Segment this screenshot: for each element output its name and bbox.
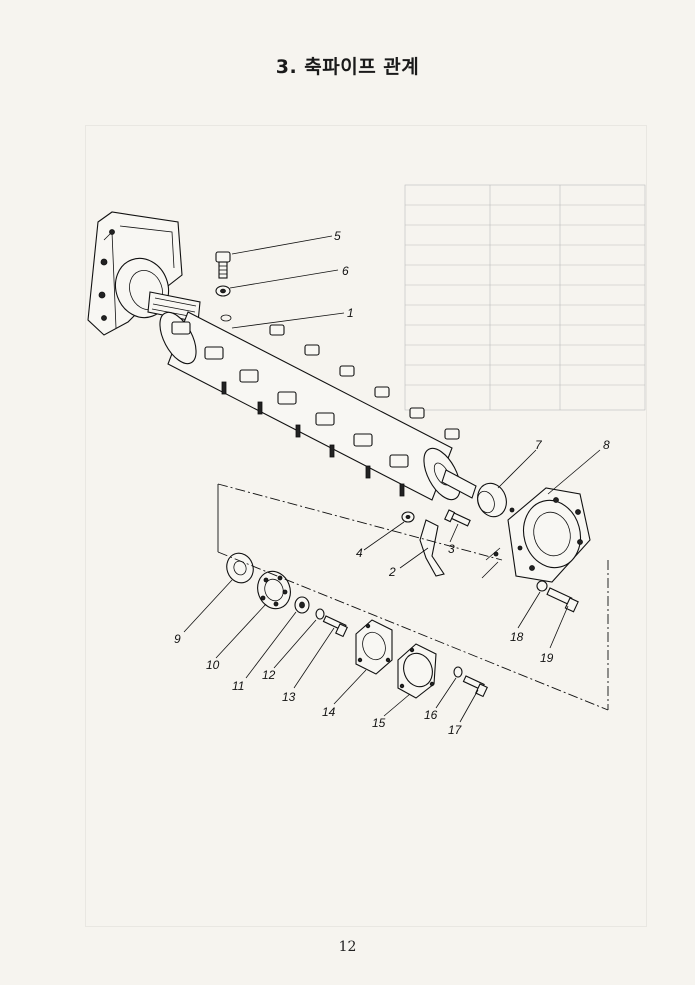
callout-12: 12 <box>262 668 276 682</box>
flange-housing <box>493 487 591 583</box>
callout-1: 1 <box>347 306 354 320</box>
leader-lines <box>183 235 601 723</box>
callout-11: 11 <box>232 679 244 693</box>
callout-14: 14 <box>322 705 336 719</box>
callout-3: 3 <box>448 542 455 556</box>
assembly-dash-lines <box>217 483 609 711</box>
callout-16: 16 <box>424 708 438 722</box>
callout-4: 4 <box>356 546 363 560</box>
callout-6: 6 <box>342 264 349 278</box>
shaft-pipe <box>159 311 477 501</box>
callout-labels: 5 6 1 7 8 4 3 2 9 10 11 12 13 14 15 16 1… <box>174 229 610 737</box>
bushing <box>477 482 507 518</box>
blade-holders <box>171 321 460 497</box>
callout-5: 5 <box>334 229 341 243</box>
show-through-table <box>404 184 646 411</box>
callout-13: 13 <box>282 690 296 704</box>
faint-table-frame <box>85 125 647 927</box>
bearing-assembly <box>226 552 579 699</box>
callout-2: 2 <box>388 565 396 579</box>
gearbox-housing <box>87 211 201 336</box>
callout-17: 17 <box>448 723 463 737</box>
callout-10: 10 <box>206 658 220 672</box>
callout-15: 15 <box>372 716 386 730</box>
page-number: 12 <box>338 939 357 955</box>
section-title: 3. 축파이프 관계 <box>275 56 420 78</box>
callout-19: 19 <box>540 651 554 665</box>
callout-7: 7 <box>535 438 543 452</box>
callout-8: 8 <box>603 438 610 452</box>
blade-and-fasteners <box>401 509 471 577</box>
callout-9: 9 <box>174 632 181 646</box>
callout-18: 18 <box>510 630 524 644</box>
bolt-and-washer <box>215 251 231 297</box>
